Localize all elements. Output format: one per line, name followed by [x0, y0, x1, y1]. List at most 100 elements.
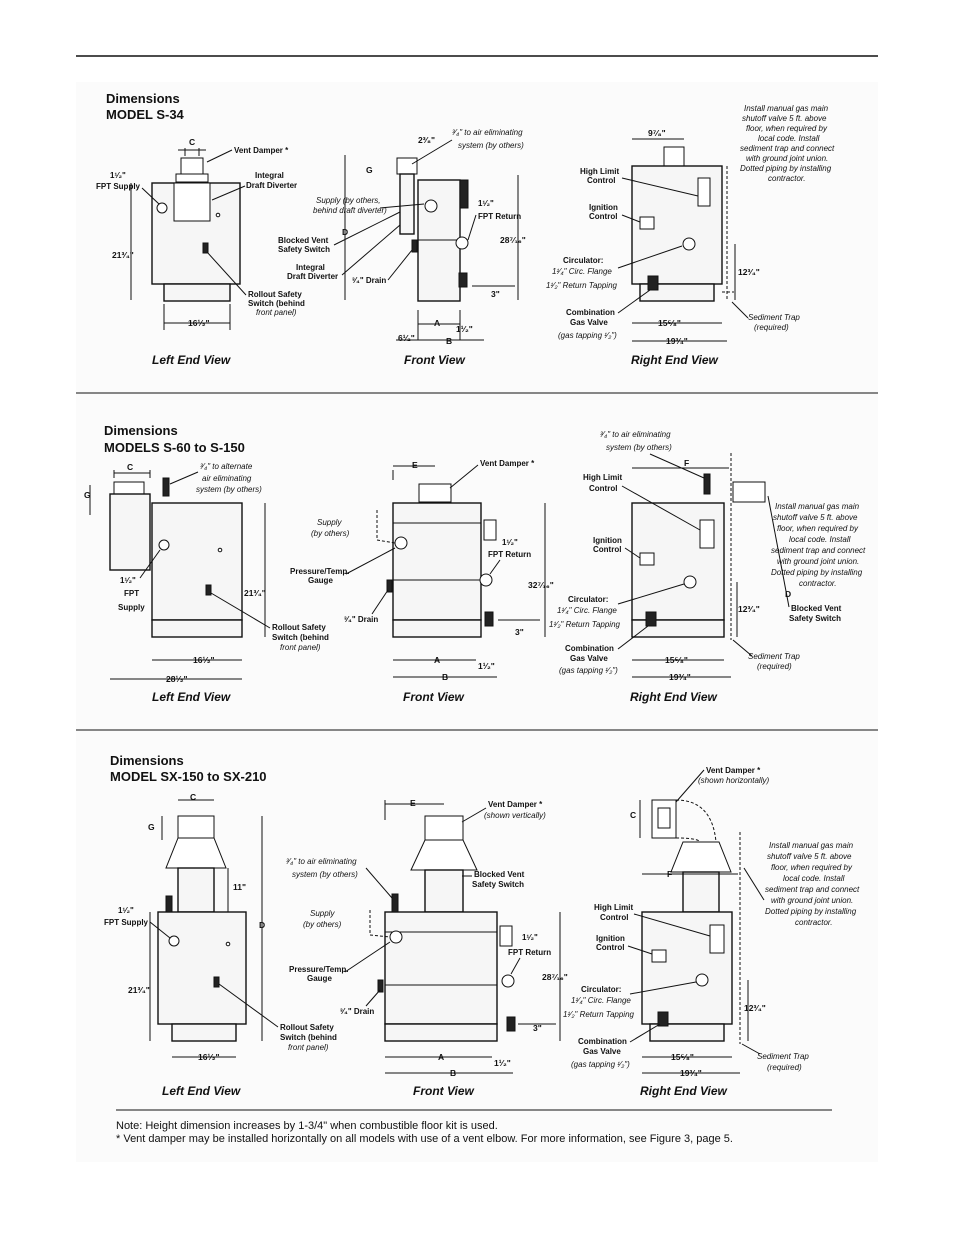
rollout-label: Rollout Safety: [280, 1023, 334, 1032]
rollout-switch-marker: [213, 976, 220, 988]
rollout-label: Rollout Safety: [272, 623, 326, 632]
high-limit-label-2: Control: [589, 484, 617, 493]
eleven-inch-dim: 11": [233, 882, 246, 892]
vent-damper-label: Vent Damper *: [706, 766, 761, 775]
circulator: [695, 973, 709, 987]
note-line: contractor.: [768, 174, 806, 183]
flue-pipe: [177, 867, 215, 913]
half-dim: 1¹⁄₂": [478, 661, 495, 671]
left-end-view: C Vent Damper * 1¹⁄₂" FPT Supply Integra…: [96, 137, 305, 367]
dim-c: C: [189, 137, 195, 147]
note-line: floor, when required by: [777, 524, 859, 533]
high-limit-label: High Limit: [594, 903, 633, 912]
height-dim: 12³⁄₄": [738, 267, 760, 277]
drain-valve: [377, 979, 384, 993]
supply-label-2: behind draft diverter): [313, 206, 387, 215]
air-elim-fitting: [162, 477, 170, 497]
section-s60-s150: Dimensions MODELS S-60 to S-150 C G ³⁄₄"…: [84, 423, 866, 704]
boiler-front: [392, 502, 482, 621]
ignition-label: Ignition: [593, 536, 622, 545]
height-dim: 12³⁄₄": [738, 604, 760, 614]
gas-valve-label-2: Gas Valve: [570, 654, 608, 663]
supply-connection: [424, 199, 438, 213]
right-end-view: Vent Damper * (shown horizontally) C F I…: [563, 766, 860, 1098]
note-height: Note: Height dimension increases by 1-3/…: [116, 1120, 498, 1132]
front-view: E Vent Damper * Supply (by others) Press…: [290, 459, 554, 704]
return-size: 1¹⁄₂": [522, 933, 538, 942]
draft-hood: [410, 839, 478, 871]
air-elim-fitting: [391, 893, 399, 913]
view-title: Front View: [413, 1084, 475, 1098]
ignition-label-2: Control: [596, 943, 624, 952]
high-limit-label-2: Control: [600, 913, 628, 922]
circulator-label-3: 1¹⁄₂" Return Tapping: [563, 1010, 635, 1019]
air-elim-label: ³⁄₄" to air eliminating: [452, 128, 523, 137]
return-label: FPT Return: [488, 550, 531, 559]
blocked-vent-label: Blocked Vent: [791, 604, 842, 613]
high-limit-box: [499, 925, 513, 947]
view-title: Right End View: [630, 690, 718, 704]
supply-size: 1¹⁄₂": [118, 906, 134, 915]
width-dim-2: 19³⁄₄": [666, 336, 688, 346]
gas-valve-label-3: (gas tapping ¹⁄₂"): [559, 666, 618, 675]
drain-label: ³⁄₄" Drain: [352, 276, 386, 285]
section-sx150-sx210: Dimensions MODEL SX-150 to SX-210 C G 11…: [104, 753, 860, 1098]
sediment-trap-label: Sediment Trap: [757, 1052, 809, 1061]
alt-elim-label-2: air eliminating: [202, 474, 252, 483]
boiler-casing: [157, 911, 247, 1025]
draft-hood: [670, 841, 732, 873]
circulator: [479, 573, 493, 587]
vent-damper-horizontal: [651, 799, 677, 839]
ignition-label: Ignition: [589, 203, 618, 212]
width-dim: 15⁵⁄₈": [658, 318, 681, 328]
ignition-label: Ignition: [596, 934, 625, 943]
blocked-vent-label-2: Safety Switch: [472, 880, 524, 889]
boiler-base: [163, 283, 231, 302]
section-model: MODEL SX-150 to SX-210: [110, 769, 267, 784]
circulator-label-2: 1¹⁄₄" Circ. Flange: [571, 996, 631, 1005]
blocked-vent-label-2: Safety Switch: [789, 614, 841, 623]
section-model: MODELS S-60 to S-150: [104, 440, 245, 455]
pressure-gauge-label: Pressure/Temp.: [289, 965, 348, 974]
circulator: [683, 575, 697, 589]
gas-valve-label-2: Gas Valve: [570, 318, 608, 327]
sight-hole: [215, 212, 221, 218]
section-title: Dimensions: [106, 91, 180, 106]
boiler-base: [384, 1023, 498, 1042]
rollout-switch-marker: [202, 242, 209, 254]
note-line: Dotted piping by installing: [765, 907, 857, 916]
section-title: Dimensions: [104, 423, 178, 438]
ignition-label-2: Control: [589, 212, 617, 221]
circulator: [501, 974, 515, 988]
gas-valve: [645, 611, 657, 627]
supply-riser: [399, 173, 415, 235]
gas-valve-label: Combination: [565, 644, 614, 653]
view-title: Left End View: [152, 690, 231, 704]
draft-hood: [109, 493, 151, 571]
pressure-gauge-label-2: Gauge: [307, 974, 332, 983]
gas-valve-label-3: (gas tapping ¹⁄₂"): [571, 1060, 630, 1069]
supply-label-2: (by others): [303, 920, 342, 929]
draft-diverter-label-2: Draft Diverter: [246, 181, 297, 190]
half-dim: 1¹⁄₂": [456, 324, 473, 334]
height-dim: 21³⁄₄": [244, 588, 266, 598]
note-line: shutoff valve 5 ft. above: [773, 513, 858, 522]
air-elim-label: ³⁄₄" to air eliminating: [600, 430, 671, 439]
circulator-label-2: 1¹⁄₄" Circ. Flange: [552, 267, 612, 276]
drain-valve: [386, 579, 393, 593]
high-limit-label-2: Control: [587, 176, 615, 185]
ignition-control: [639, 216, 655, 230]
dim-g: G: [84, 490, 91, 500]
note-line: local code. Install: [783, 874, 845, 883]
supply-label-2: Supply: [118, 603, 145, 612]
air-elim-label-2: system (by others): [606, 443, 672, 452]
dim-d: D: [785, 589, 791, 599]
supply-size: 1¹⁄₂": [120, 576, 136, 585]
front-view: E Vent Damper * (shown vertically) ³⁄₄" …: [286, 798, 568, 1098]
circulator-label: Circulator:: [581, 985, 621, 994]
ignition-label-2: Control: [593, 545, 621, 554]
drain-label: ³⁄₄" Drain: [344, 615, 378, 624]
note-line: Dotted piping by installing: [740, 164, 832, 173]
dim-b: B: [446, 336, 452, 346]
dim-e: E: [410, 798, 416, 808]
